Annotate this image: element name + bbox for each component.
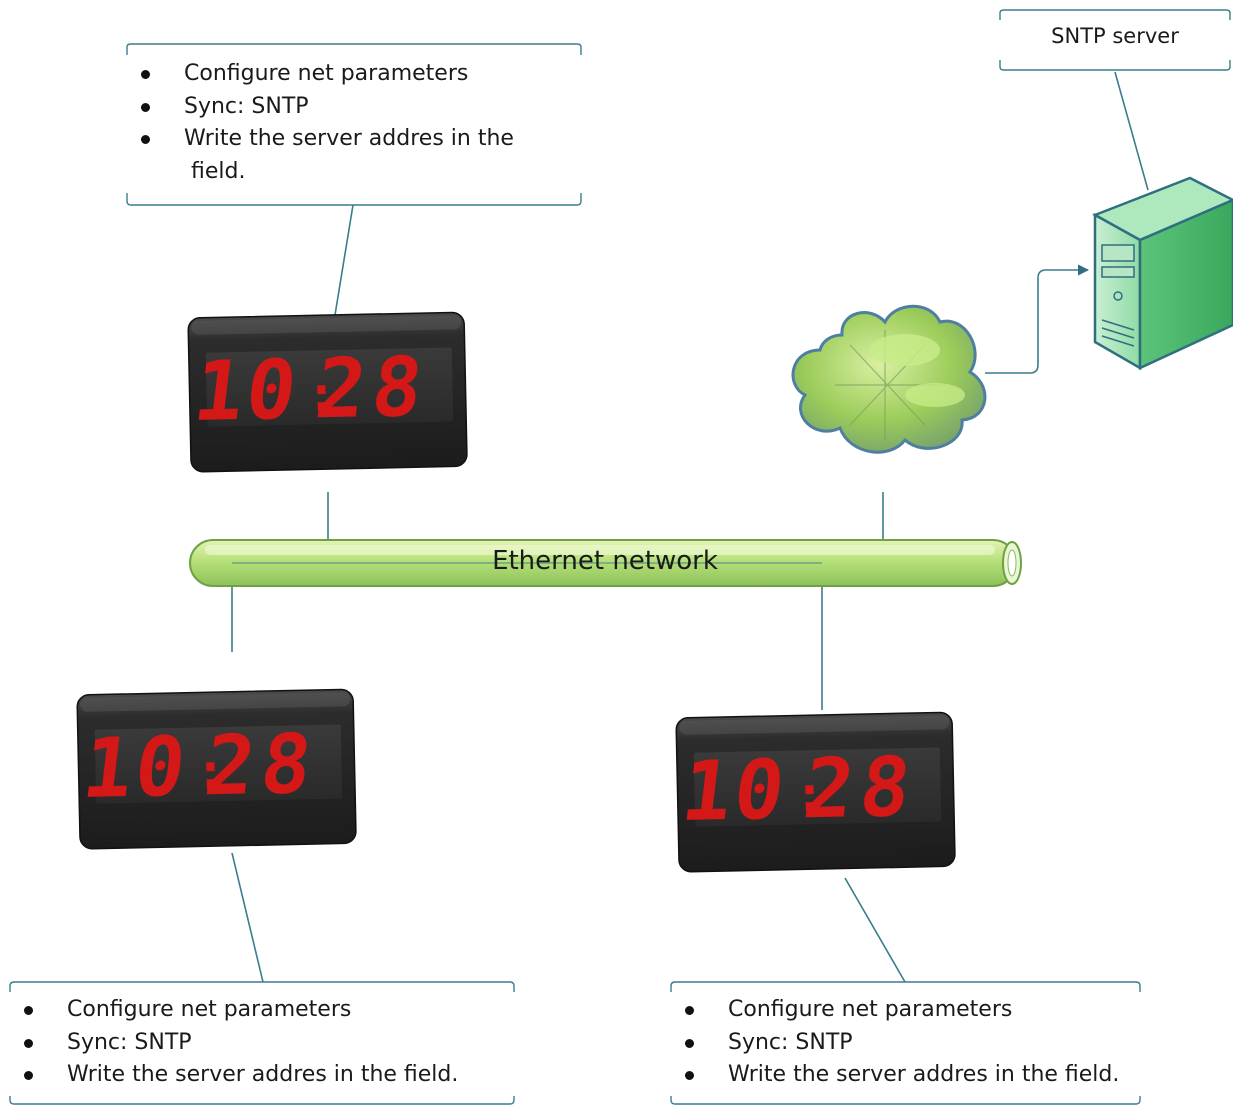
- list-item: Configure net parameters: [10, 994, 510, 1027]
- list-item: Sync: SNTP: [671, 1027, 1136, 1060]
- connector-lines: [231, 71, 1149, 983]
- clock-separator: :: [794, 765, 825, 824]
- clock-highlight: [679, 715, 950, 735]
- list-item: Write the server addres in the field.: [671, 1059, 1136, 1092]
- top-callout-box: [126, 43, 582, 206]
- list-item: Configure net parameters: [127, 58, 567, 91]
- bottom-left-callout: Configure net parameters Sync: SNTP Writ…: [10, 994, 510, 1092]
- bottom-right-callout-box: [670, 981, 1141, 1105]
- list-item: Configure net parameters: [671, 994, 1136, 1027]
- clock-digit: 8: [855, 740, 916, 836]
- clock-screen: [94, 724, 343, 804]
- top-callout: Configure net parameters Sync: SNTP Writ…: [127, 58, 567, 188]
- ethernet-pipe: [189, 539, 1022, 587]
- clock-digit: 0: [729, 743, 790, 839]
- bottom-left-connector: [231, 852, 264, 983]
- clock-digit: 8: [367, 340, 428, 436]
- list-item: Sync: SNTP: [10, 1027, 510, 1060]
- clock-digit: 1: [78, 721, 139, 817]
- bottom-left-callout-box: [9, 981, 515, 1105]
- top-callout-connector: [334, 204, 354, 316]
- clock-digit: 2: [311, 342, 372, 438]
- clock-digit: 2: [200, 719, 261, 815]
- server-label: SNTP server: [1051, 24, 1179, 48]
- list-item: Write the server addres in the field.: [10, 1059, 510, 1092]
- clock-digit: 1: [189, 344, 250, 440]
- bullet-icon: [685, 1038, 694, 1048]
- bullet-icon: [141, 70, 150, 79]
- list-item: Write the server addres in the: [127, 123, 567, 156]
- bullet-icon: [141, 102, 150, 112]
- server-label-box: [999, 9, 1231, 71]
- clock-digit: 1: [677, 744, 738, 840]
- internet-cloud-icon: [791, 304, 987, 454]
- clock-digit: 2: [799, 742, 860, 838]
- bullet-icon: [685, 1006, 694, 1015]
- clock-digit: 0: [130, 720, 191, 816]
- clock-highlight: [191, 315, 462, 335]
- bullet-icon: [24, 1071, 33, 1080]
- network-label: Ethernet network: [492, 546, 718, 576]
- bullet-icon: [24, 1038, 33, 1048]
- bottom-right-callout: Configure net parameters Sync: SNTP Writ…: [671, 994, 1136, 1092]
- clock-digit: 8: [256, 717, 317, 813]
- bullet-icon: [24, 1006, 33, 1015]
- bullet-icon: [141, 135, 150, 144]
- clock-digit: 0: [241, 343, 302, 439]
- clock-separator: :: [306, 365, 337, 424]
- cloud-to-server-link: [985, 264, 1090, 374]
- bottom-right-connector: [844, 877, 906, 983]
- clock-screen: [693, 747, 942, 827]
- list-item: Sync: SNTP: [127, 91, 567, 124]
- clock-screen: [205, 347, 454, 427]
- clock-highlight: [80, 692, 351, 712]
- clock-separator: :: [195, 742, 226, 801]
- bullet-icon: [685, 1071, 694, 1080]
- server-label-connector: [1114, 71, 1149, 191]
- server-tower-icon: [1092, 176, 1233, 371]
- list-item-continuation: field.: [191, 158, 246, 184]
